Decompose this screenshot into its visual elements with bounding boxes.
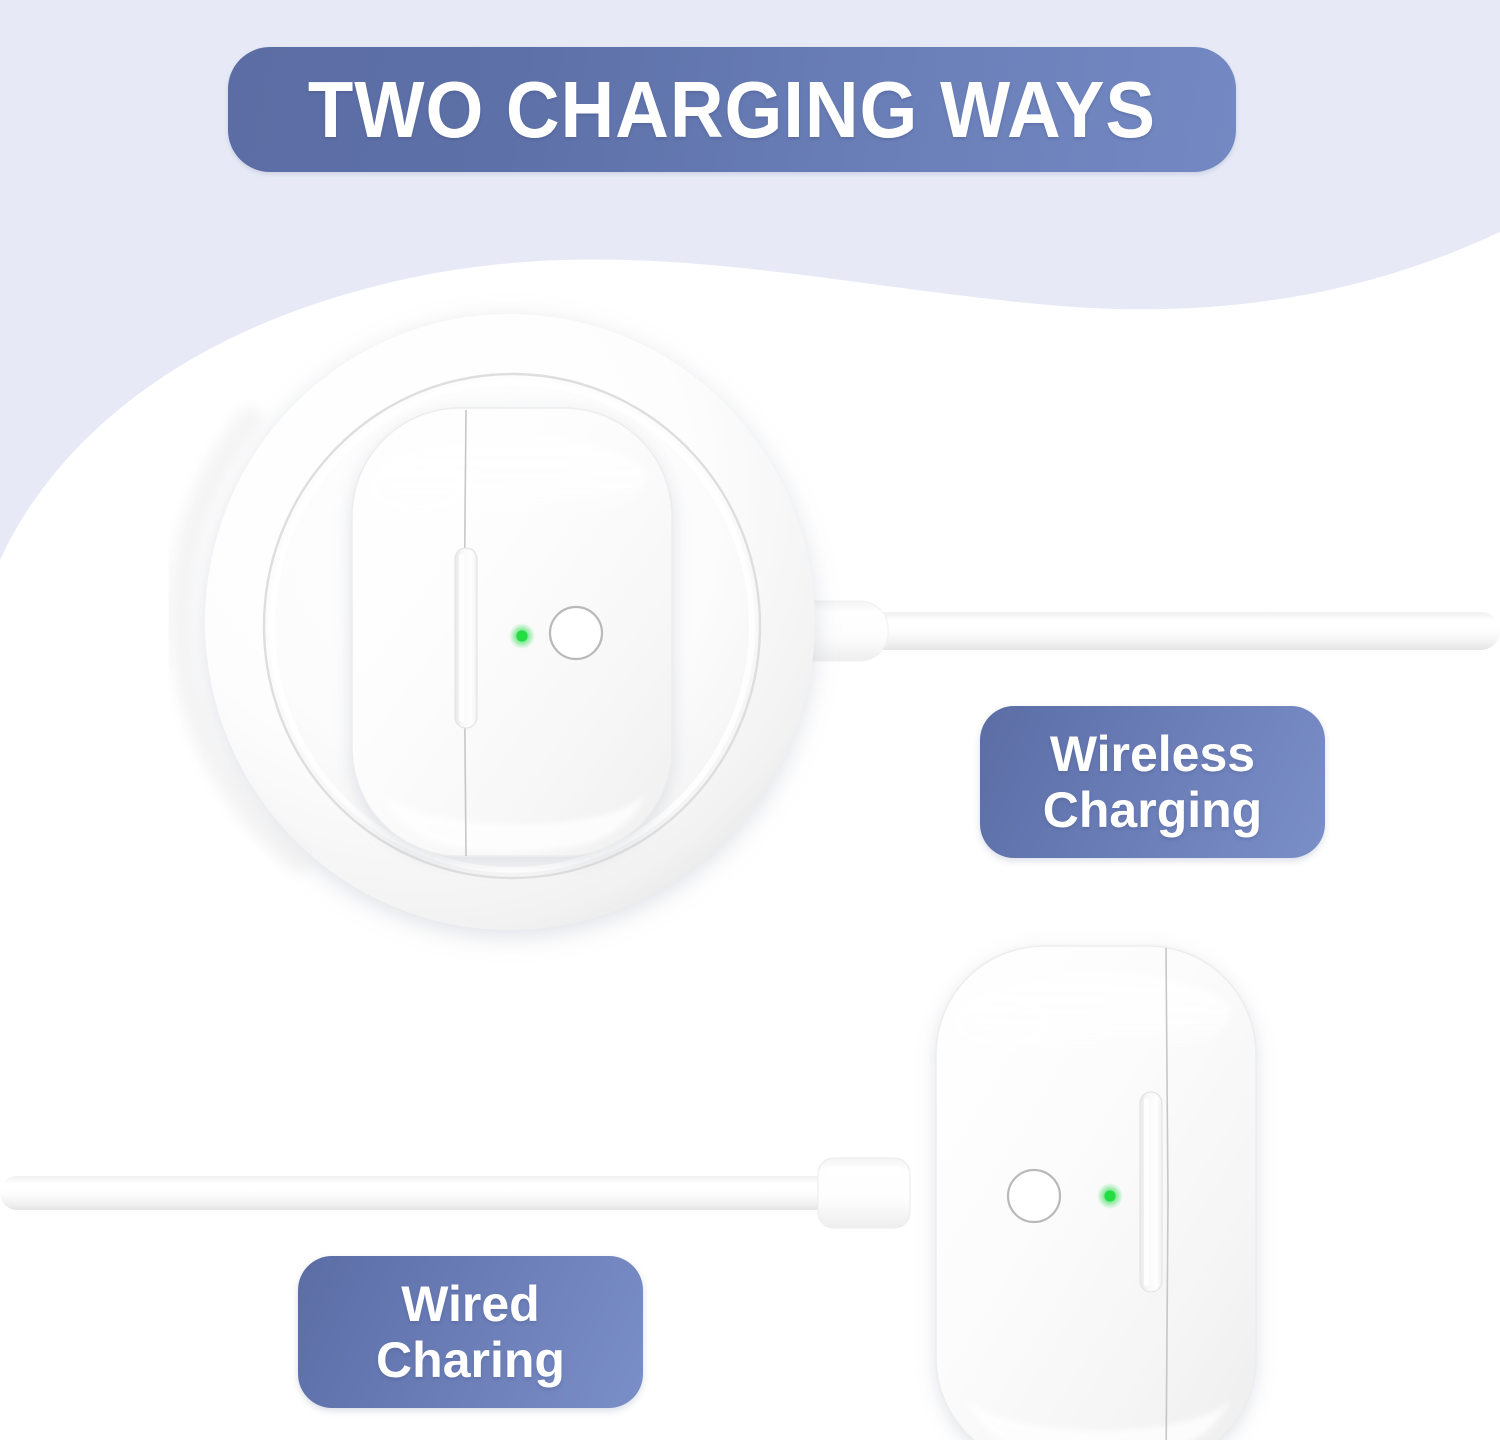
label-wired-line1: Wired bbox=[401, 1276, 540, 1332]
label-wired-charging: Wired Charing bbox=[298, 1256, 643, 1408]
charging-cable-wired bbox=[0, 1176, 836, 1210]
earbuds-charging-case-wired bbox=[936, 946, 1256, 1440]
charging-led-indicator-wired bbox=[1098, 1184, 1122, 1208]
charging-cable-wireless bbox=[780, 601, 1500, 661]
label-wireless-line1: Wireless bbox=[1049, 726, 1256, 782]
label-wireless-line2: Charging bbox=[1042, 782, 1263, 838]
case-button-wired[interactable] bbox=[1006, 1168, 1062, 1224]
label-wired-line2: Charing bbox=[376, 1332, 565, 1388]
label-wireless-charging: Wireless Charging bbox=[980, 706, 1325, 858]
title-banner: TWO CHARGING WAYS bbox=[228, 47, 1236, 172]
charging-led-indicator-wireless bbox=[510, 624, 534, 648]
case-button-wireless[interactable] bbox=[548, 605, 604, 661]
page-title: TWO CHARGING WAYS bbox=[307, 64, 1157, 154]
